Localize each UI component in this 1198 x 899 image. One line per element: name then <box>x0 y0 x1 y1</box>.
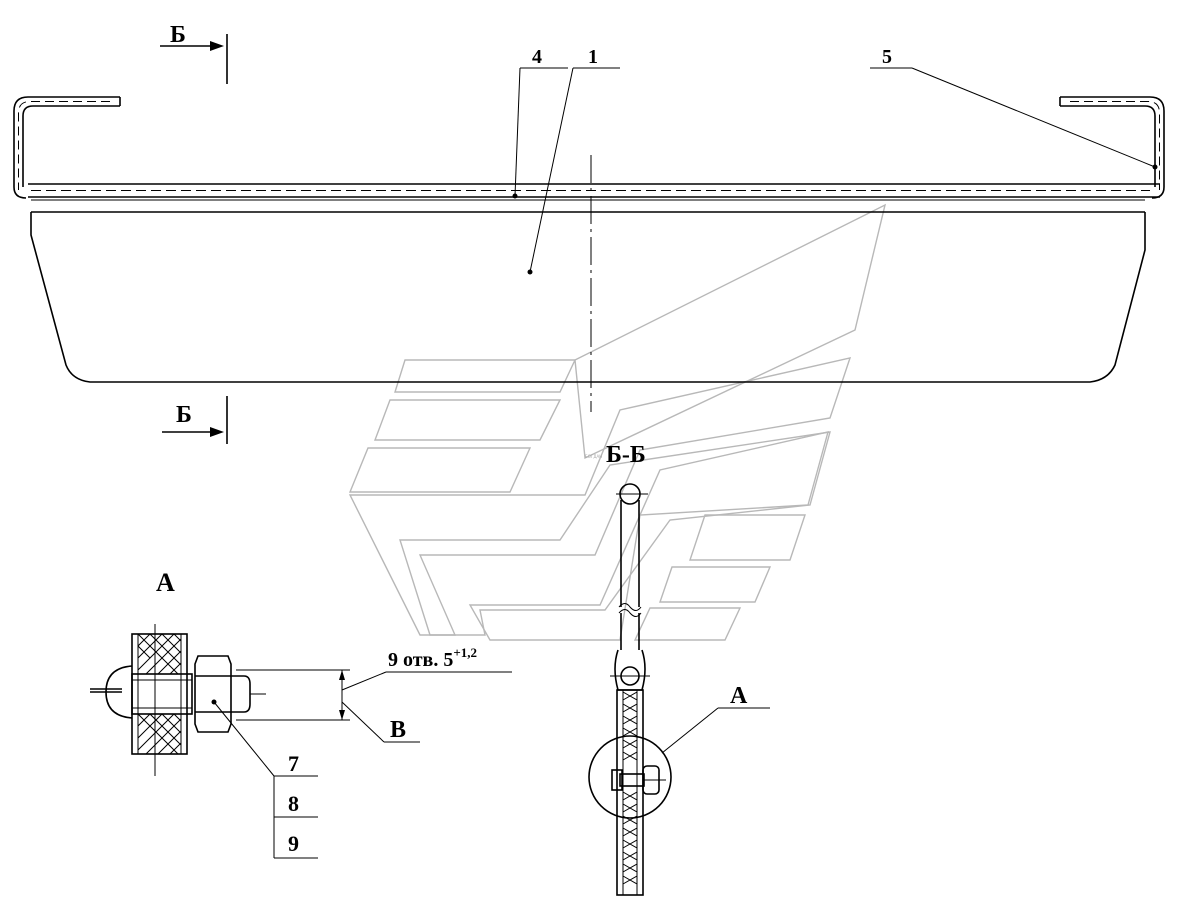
watermark-caption: БОГДАН <box>585 454 602 459</box>
callout-7: 7 <box>288 751 299 776</box>
right-hanger <box>1060 96 1165 199</box>
callout-9: 9 <box>288 831 299 856</box>
callout-5: 5 <box>870 46 1158 170</box>
detail-circle <box>588 735 672 819</box>
svg-text:4: 4 <box>532 46 542 68</box>
section-view: Б-Б А <box>588 442 770 896</box>
svg-text:5: 5 <box>882 46 892 68</box>
svg-text:1: 1 <box>588 46 598 68</box>
callout-4: 4 <box>512 46 568 199</box>
main-view <box>13 96 1165 412</box>
panel-hatch-bottom <box>137 713 182 755</box>
panel-hatch-top <box>137 633 182 675</box>
callout-v-label: В <box>390 717 406 743</box>
left-hanger <box>13 96 120 199</box>
section-mark-top: Б <box>160 22 228 84</box>
section-mark-label-bottom: Б <box>176 402 192 428</box>
watermark-logo: БОГДАН <box>348 203 887 641</box>
section-mark-label-top: Б <box>170 22 186 48</box>
detail-view: А 9 отв. 5+1,2 <box>90 568 512 859</box>
hole-tolerance: +1,2 <box>453 645 477 660</box>
detail-callout-label: А <box>730 683 748 709</box>
section-view-title: Б-Б <box>606 442 646 468</box>
callout-1: 1 <box>527 46 620 275</box>
detail-view-title: А <box>156 568 175 597</box>
hole-note: 9 отв. 5+1,2 <box>388 645 477 671</box>
callout-8: 8 <box>288 791 299 816</box>
section-mark-bottom: Б <box>162 396 228 444</box>
tray-body <box>30 212 1146 383</box>
